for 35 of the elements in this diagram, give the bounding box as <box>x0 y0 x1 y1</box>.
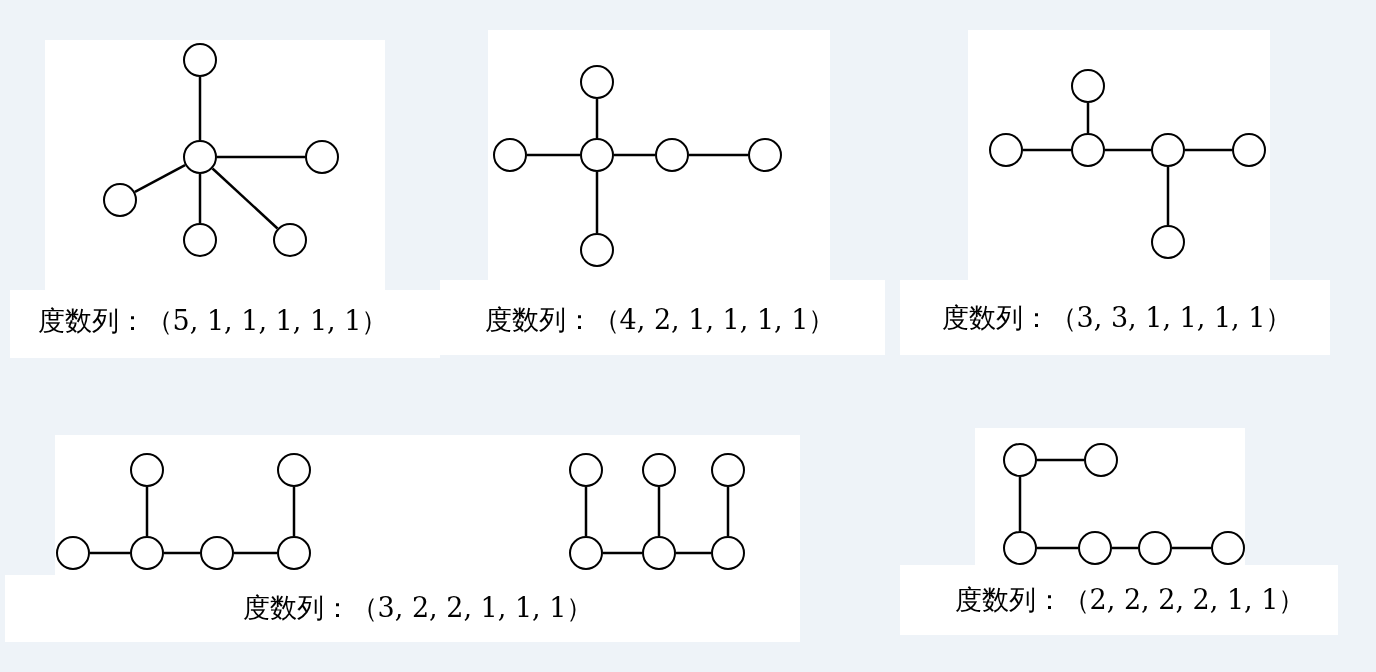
edge-line <box>595 172 599 233</box>
edge-line <box>1037 458 1084 462</box>
edge-line <box>689 153 748 157</box>
degree-sequence-label: 度数列：（5, 1, 1, 1, 1, 1） <box>37 304 389 338</box>
edge-line <box>657 487 661 536</box>
edge-line <box>726 487 730 536</box>
edge-line <box>614 153 655 157</box>
edge-line <box>145 487 149 536</box>
degree-sequence-label: 度数列：（2, 2, 2, 2, 1, 1） <box>954 583 1306 617</box>
edge-line <box>211 167 279 230</box>
degree-sequence-label: 度数列：（3, 3, 1, 1, 1, 1） <box>941 301 1293 335</box>
edge-line <box>584 487 588 536</box>
edge-line <box>90 551 130 555</box>
edge-line <box>595 99 599 138</box>
degree-sequence-label: 度数列：（4, 2, 1, 1, 1, 1） <box>484 303 836 337</box>
degree-sequence-label: 度数列：（3, 2, 2, 1, 1, 1） <box>242 591 594 625</box>
edge-line <box>292 487 296 536</box>
edge-line <box>198 174 202 223</box>
edge-line <box>1166 167 1170 225</box>
edge-line <box>1037 546 1078 550</box>
edge-line <box>198 77 202 140</box>
edge-line <box>676 551 711 555</box>
edge-line <box>164 551 200 555</box>
edge-line <box>217 155 305 159</box>
edge-line <box>1018 477 1022 531</box>
edge-line <box>1105 148 1151 152</box>
edge-line <box>134 163 186 194</box>
edge-line <box>1086 103 1090 133</box>
edge-line <box>1185 148 1232 152</box>
edge-line <box>1112 546 1138 550</box>
edge-line <box>1023 148 1071 152</box>
edge-line <box>1172 546 1211 550</box>
edge-line <box>527 153 580 157</box>
edge-line <box>234 551 277 555</box>
edge-line <box>603 551 642 555</box>
